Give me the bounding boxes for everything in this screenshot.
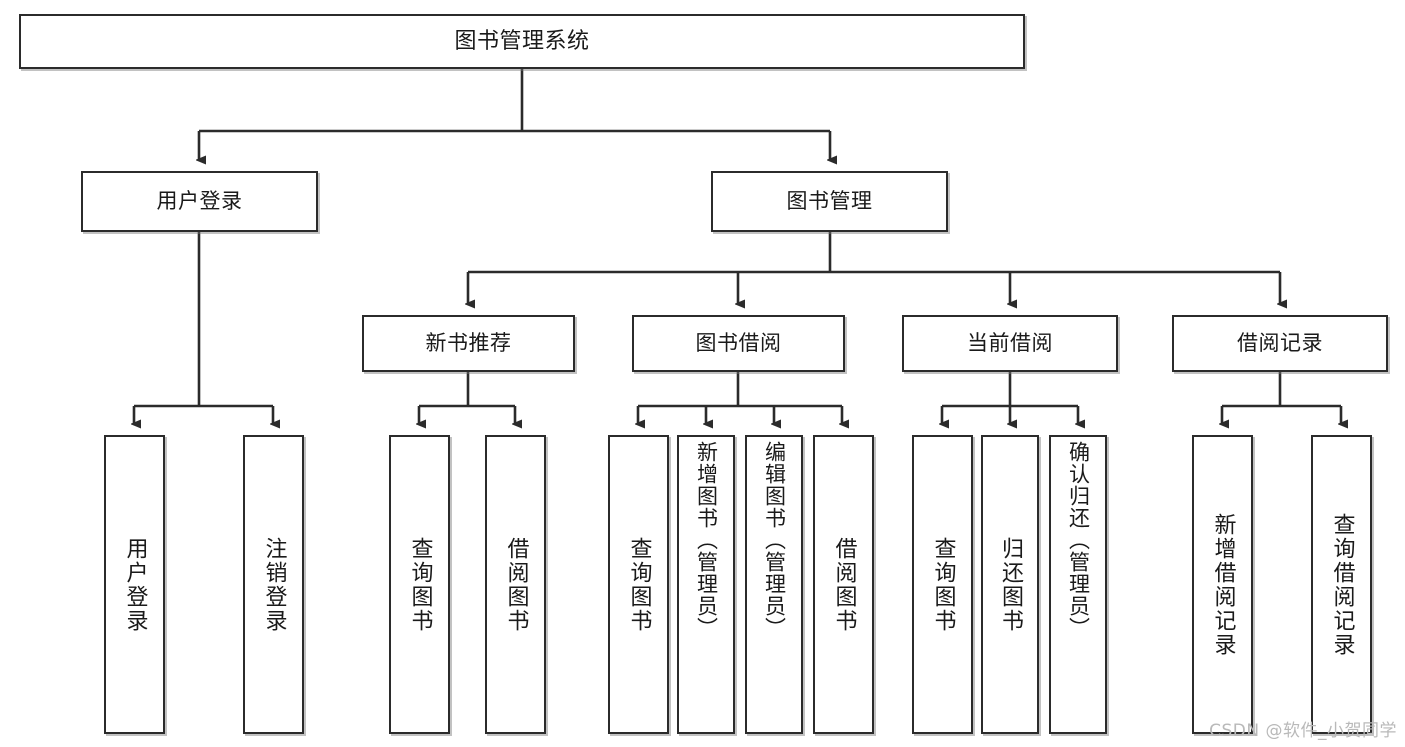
leaf-borrow-borrow-book[interactable]: 借阅图书	[813, 435, 874, 734]
leaf-recommend-borrow-book[interactable]: 借阅图书	[485, 435, 546, 734]
node-current-borrow[interactable]: 当前借阅	[902, 315, 1118, 372]
node-book-borrow[interactable]: 图书借阅	[632, 315, 845, 372]
node-root-label: 图书管理系统	[454, 28, 590, 54]
node-root[interactable]: 图书管理系统	[19, 14, 1025, 69]
leaf-user-login-label: 用户登录	[122, 536, 148, 633]
node-user-login-label: 用户登录	[156, 189, 243, 214]
watermark: CSDN @软件_小贺同学	[1209, 721, 1397, 741]
node-borrow-record-label: 借阅记录	[1237, 331, 1323, 356]
leaf-recommend-query-book-label: 查询图书	[407, 536, 433, 633]
leaf-record-query[interactable]: 查询借阅记录	[1311, 435, 1372, 734]
leaf-current-query-book[interactable]: 查询图书	[912, 435, 973, 734]
leaf-recommend-query-book[interactable]: 查询图书	[389, 435, 450, 734]
node-book-management[interactable]: 图书管理	[711, 171, 948, 232]
leaf-record-add[interactable]: 新增借阅记录	[1192, 435, 1253, 734]
leaf-borrow-query-book[interactable]: 查询图书	[608, 435, 669, 734]
node-book-management-label: 图书管理	[786, 189, 873, 214]
leaf-borrow-borrow-book-label: 借阅图书	[831, 536, 857, 633]
leaf-borrow-edit-book[interactable]: 编辑图书（管理员）	[745, 435, 803, 734]
leaf-user-logout[interactable]: 注销登录	[243, 435, 304, 734]
leaf-record-add-label: 新增借阅记录	[1210, 512, 1236, 657]
node-book-borrow-label: 图书借阅	[695, 331, 782, 356]
node-borrow-record[interactable]: 借阅记录	[1172, 315, 1388, 372]
leaf-current-return-book-label: 归还图书	[998, 536, 1023, 633]
leaf-borrow-query-book-label: 查询图书	[626, 536, 652, 633]
leaf-current-query-book-label: 查询图书	[930, 536, 956, 633]
leaf-recommend-borrow-book-label: 借阅图书	[503, 536, 529, 633]
leaf-borrow-add-book[interactable]: 新增图书（管理员）	[677, 435, 735, 734]
leaf-borrow-edit-book-label: 编辑图书（管理员）	[762, 441, 787, 639]
leaf-borrow-add-book-label: 新增图书（管理员）	[694, 441, 719, 639]
node-new-book-recommend-label: 新书推荐	[425, 331, 512, 356]
node-user-login[interactable]: 用户登录	[81, 171, 318, 232]
leaf-current-return-book[interactable]: 归还图书	[981, 435, 1039, 734]
leaf-record-query-label: 查询借阅记录	[1329, 512, 1355, 657]
leaf-user-login[interactable]: 用户登录	[104, 435, 165, 734]
leaf-current-confirm-return[interactable]: 确认归还（管理员）	[1049, 435, 1107, 734]
node-current-borrow-label: 当前借阅	[967, 331, 1053, 356]
leaf-user-logout-label: 注销登录	[261, 536, 287, 633]
leaf-current-confirm-return-label: 确认归还（管理员）	[1066, 441, 1091, 639]
node-new-book-recommend[interactable]: 新书推荐	[362, 315, 575, 372]
